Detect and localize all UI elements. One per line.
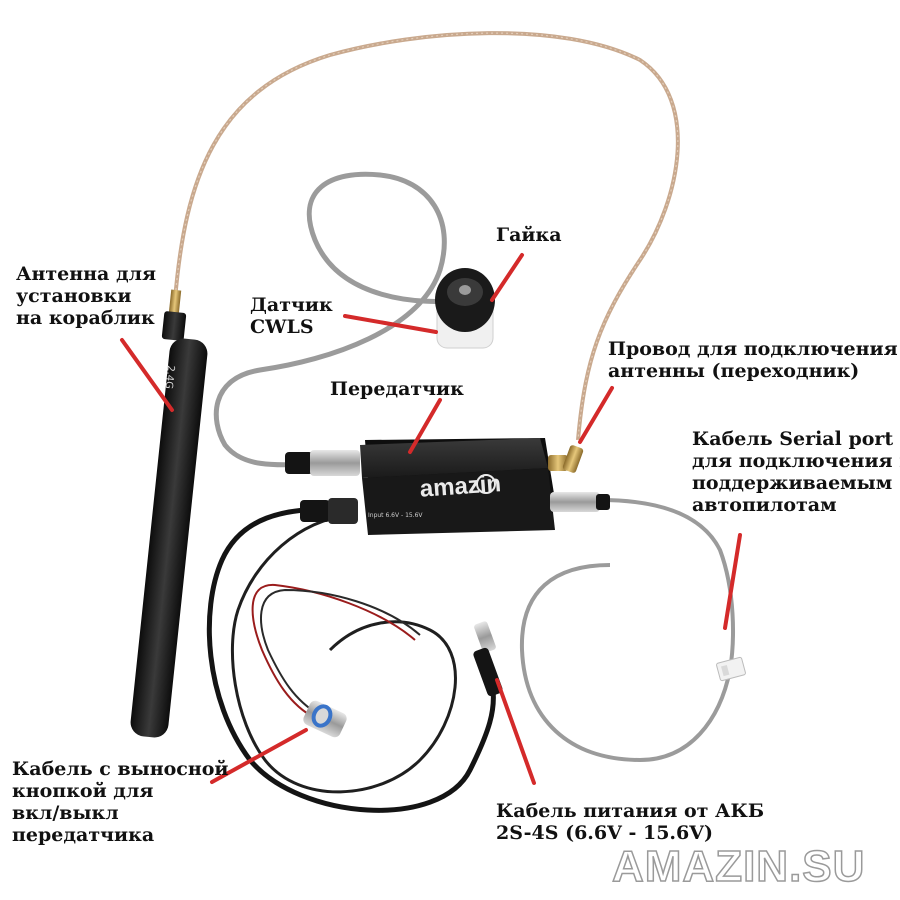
power-cable [206,506,496,813]
label-antenna: Антенна для установки на кораблик [16,263,157,329]
serial-cable [519,498,735,763]
sensor-port-connector [285,450,360,476]
transmitter-box: amazin Input 6.6V - 15.6V [360,438,555,535]
pointer-transmitter [408,398,442,454]
pointer-serial [723,533,742,630]
watermark: AMAZIN.SU [611,841,866,892]
label-power: Кабель питания от АКБ 2S-4S (6.6V - 15.6… [496,800,765,844]
device-input-label: Input 6.6V - 15.6V [368,512,423,519]
label-serial: Кабель Serial port для подключения к под… [692,428,900,516]
pointer-adapter [578,386,614,444]
power-switch [303,700,347,738]
pointer-antenna [120,338,174,412]
power-port-connector [300,498,358,524]
pointer-nut [490,253,524,302]
pointer-power [495,678,536,785]
label-transmitter: Передатчик [330,378,464,400]
sensor-cable [213,171,465,468]
label-adapter: Провод для подключения антенны (переходн… [608,338,898,382]
serial-connector [716,656,746,682]
antenna-mark: 2.4G [163,365,176,390]
pointer-button [210,728,308,784]
dc-plug [473,621,503,697]
label-nut: Гайка [496,224,562,246]
switch-wires [251,583,416,719]
label-button: Кабель с выносной кнопкой для вкл/выкл п… [12,758,229,846]
serial-port-connector [550,492,610,512]
sma-connector [548,445,584,473]
pointer-sensor [343,314,438,334]
label-sensor: Датчик CWLS [250,294,333,338]
antenna: 2.4G [130,289,208,738]
cwls-sensor [435,268,495,349]
